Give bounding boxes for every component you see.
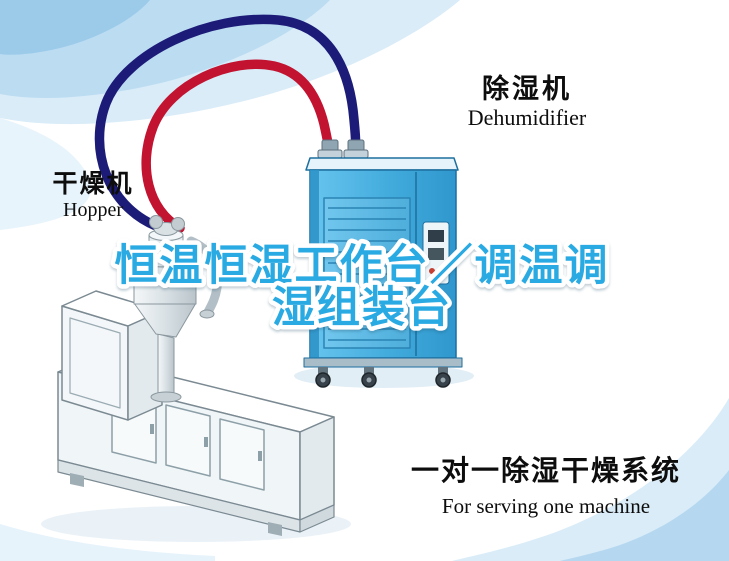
bg-wave-top-corner — [0, 0, 150, 55]
system-label-cn: 一对一除湿干燥系统 — [411, 454, 681, 487]
hopper-down-pipe — [157, 333, 175, 399]
cabinet-left-edge — [310, 170, 319, 358]
hoses — [94, 14, 361, 233]
caster-wheels — [315, 367, 451, 388]
main-title: 恒温恒湿工作台／调温调 湿组装台 — [110, 237, 612, 338]
hopper-port-blue — [149, 215, 163, 229]
machine-door-3 — [219, 418, 265, 491]
indicator-light-red — [429, 268, 435, 274]
blue-hose — [94, 14, 361, 231]
molding-machine — [57, 290, 335, 536]
hopper-return-duct — [186, 236, 223, 317]
dehumidifier-shadow — [294, 364, 474, 388]
port-collar-left — [317, 149, 343, 159]
machine-foot-left — [70, 473, 84, 487]
door-handle-2 — [204, 437, 208, 447]
dehumidifier-label-cn: 除湿机 — [482, 73, 572, 105]
red-hose — [141, 59, 335, 233]
hopper-port-red — [171, 217, 185, 231]
hopper-dryer — [133, 215, 223, 403]
dehumidifier-unit — [303, 139, 463, 388]
dryer-label-en: Hopper — [63, 199, 123, 221]
callout-system: 一对一除湿干燥系统 For serving one machine — [411, 454, 681, 518]
dehumidifier-label-en: Dehumidifier — [468, 105, 587, 130]
bg-wave-left — [0, 118, 91, 230]
bg-wave-bottom-right-outer — [452, 398, 729, 561]
louver-slats — [328, 207, 406, 341]
title-line-1: 恒温恒湿工作台／调温调 — [115, 241, 610, 291]
hopper-flange — [150, 391, 182, 403]
title-line-2: 湿组装台 — [272, 283, 452, 333]
control-display — [428, 230, 444, 242]
hopper-band — [133, 277, 197, 283]
control-keypad — [428, 248, 444, 260]
machine-base-strip-side — [299, 504, 335, 533]
door-handle-3 — [258, 451, 262, 461]
cabinet-base — [303, 357, 463, 368]
callout-dehumidifier: 除湿机 Dehumidifier — [468, 73, 587, 130]
cabinet-lid — [305, 157, 459, 171]
callout-dryer: 干燥机 Hopper — [52, 169, 133, 221]
machine-tower-panel — [69, 317, 121, 409]
system-label-en: For serving one machine — [442, 494, 650, 518]
door-handle-1 — [150, 424, 154, 434]
machine-door-2 — [165, 404, 211, 477]
bg-wave-bottom-right-inner — [560, 470, 729, 561]
indicator-light-green — [439, 268, 445, 274]
bg-wave-bottom-left — [0, 524, 215, 561]
duct-end-flange — [199, 309, 215, 319]
dryer-label-cn: 干燥机 — [52, 169, 133, 198]
machine-foot-right — [268, 522, 282, 536]
machine-right-side — [299, 416, 335, 521]
port-collar-right — [343, 149, 369, 159]
